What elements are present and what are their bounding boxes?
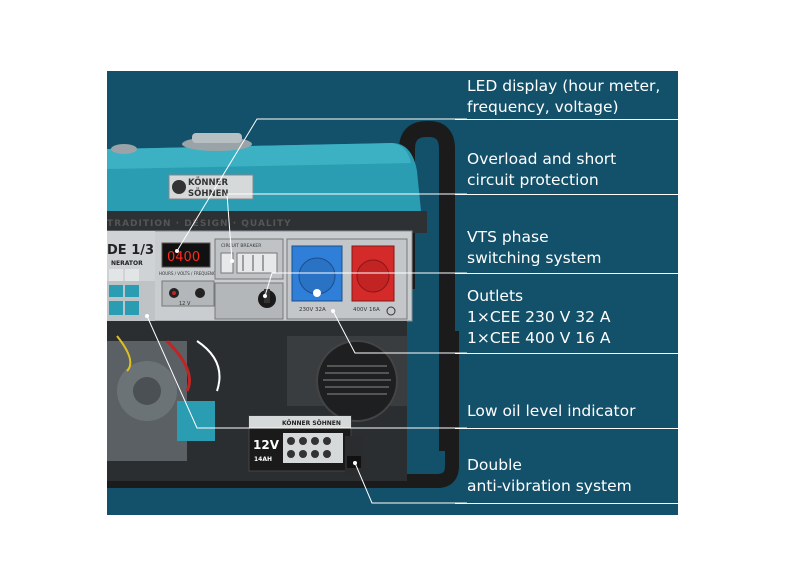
leader-led xyxy=(176,118,467,252)
callout-outlets-line3: 1×CEE 400 V 16 A xyxy=(467,329,611,347)
leader-outlets xyxy=(332,310,467,354)
logo-text-2: SÖHNEN xyxy=(188,188,229,199)
callout-anti-vibration-line1: Double xyxy=(467,456,522,474)
callout-overload-line2: circuit protection xyxy=(467,171,599,189)
frame-handle xyxy=(399,121,455,451)
model-text: DE 1/3 xyxy=(107,243,154,258)
infographic-panel: KÖNNER SÖHNEN TRADITION · DESIGN · QUALI… xyxy=(107,71,678,515)
divider-3 xyxy=(455,273,678,274)
callout-led-display: LED display (hour meter, frequency, volt… xyxy=(467,76,660,118)
divider-5 xyxy=(455,428,678,429)
leader-low-oil xyxy=(146,315,467,429)
callout-led-line2: frequency, voltage) xyxy=(467,98,619,116)
battery-logo: KÖNNER SÖHNEN xyxy=(282,420,341,427)
display-digits: 0400 xyxy=(167,250,200,265)
callout-outlets-line2: 1×CEE 230 V 32 A xyxy=(467,308,611,326)
battery-capacity: 14AH xyxy=(254,456,272,463)
callout-led-line1: LED display (hour meter, xyxy=(467,77,661,95)
divider-4 xyxy=(455,353,678,354)
callout-low-oil-line1: Low oil level indicator xyxy=(467,402,636,420)
frame-bottom xyxy=(107,331,459,488)
outlet1-label: 230V 32A xyxy=(299,307,326,313)
svg-text:TRADITION · DESIGN · QUALITY: TRADITION · DESIGN · QUALITY xyxy=(107,219,292,229)
led-display xyxy=(161,242,211,268)
breaker-caption: CIRCUIT BREAKER xyxy=(221,243,261,249)
divider-1 xyxy=(455,119,678,120)
callout-overload: Overload and short circuit protection xyxy=(467,149,616,191)
callout-anti-vibration: Double anti-vibration system xyxy=(467,455,632,497)
divider-6 xyxy=(455,503,678,504)
callout-outlets: Outlets 1×CEE 230 V 32 A 1×CEE 400 V 16 … xyxy=(467,286,610,349)
display-caption: HOURS / VOLTS / FREQUENCY xyxy=(159,271,219,276)
model-subtitle: NERATOR xyxy=(111,260,143,267)
leader-vts xyxy=(264,272,467,297)
callout-vts-line2: switching system xyxy=(467,249,602,267)
generator-photo: KÖNNER SÖHNEN TRADITION · DESIGN · QUALI… xyxy=(107,118,467,504)
callout-outlets-line1: Outlets xyxy=(467,287,524,305)
leader-overload xyxy=(226,193,467,262)
callout-overload-line1: Overload and short xyxy=(467,150,617,168)
callout-vts: VTS phase switching system xyxy=(467,227,601,269)
outlet2-label: 400V 16A xyxy=(353,307,380,313)
logo-text-1: KÖNNER xyxy=(188,177,228,188)
battery-voltage: 12V xyxy=(253,438,280,452)
dc-label: 12 V xyxy=(179,301,191,307)
callout-vts-line1: VTS phase xyxy=(467,228,549,246)
callout-anti-vibration-line2: anti-vibration system xyxy=(467,477,632,495)
divider-2 xyxy=(455,194,678,195)
callout-low-oil: Low oil level indicator xyxy=(467,401,636,422)
leader-anti-vibration xyxy=(354,462,467,504)
